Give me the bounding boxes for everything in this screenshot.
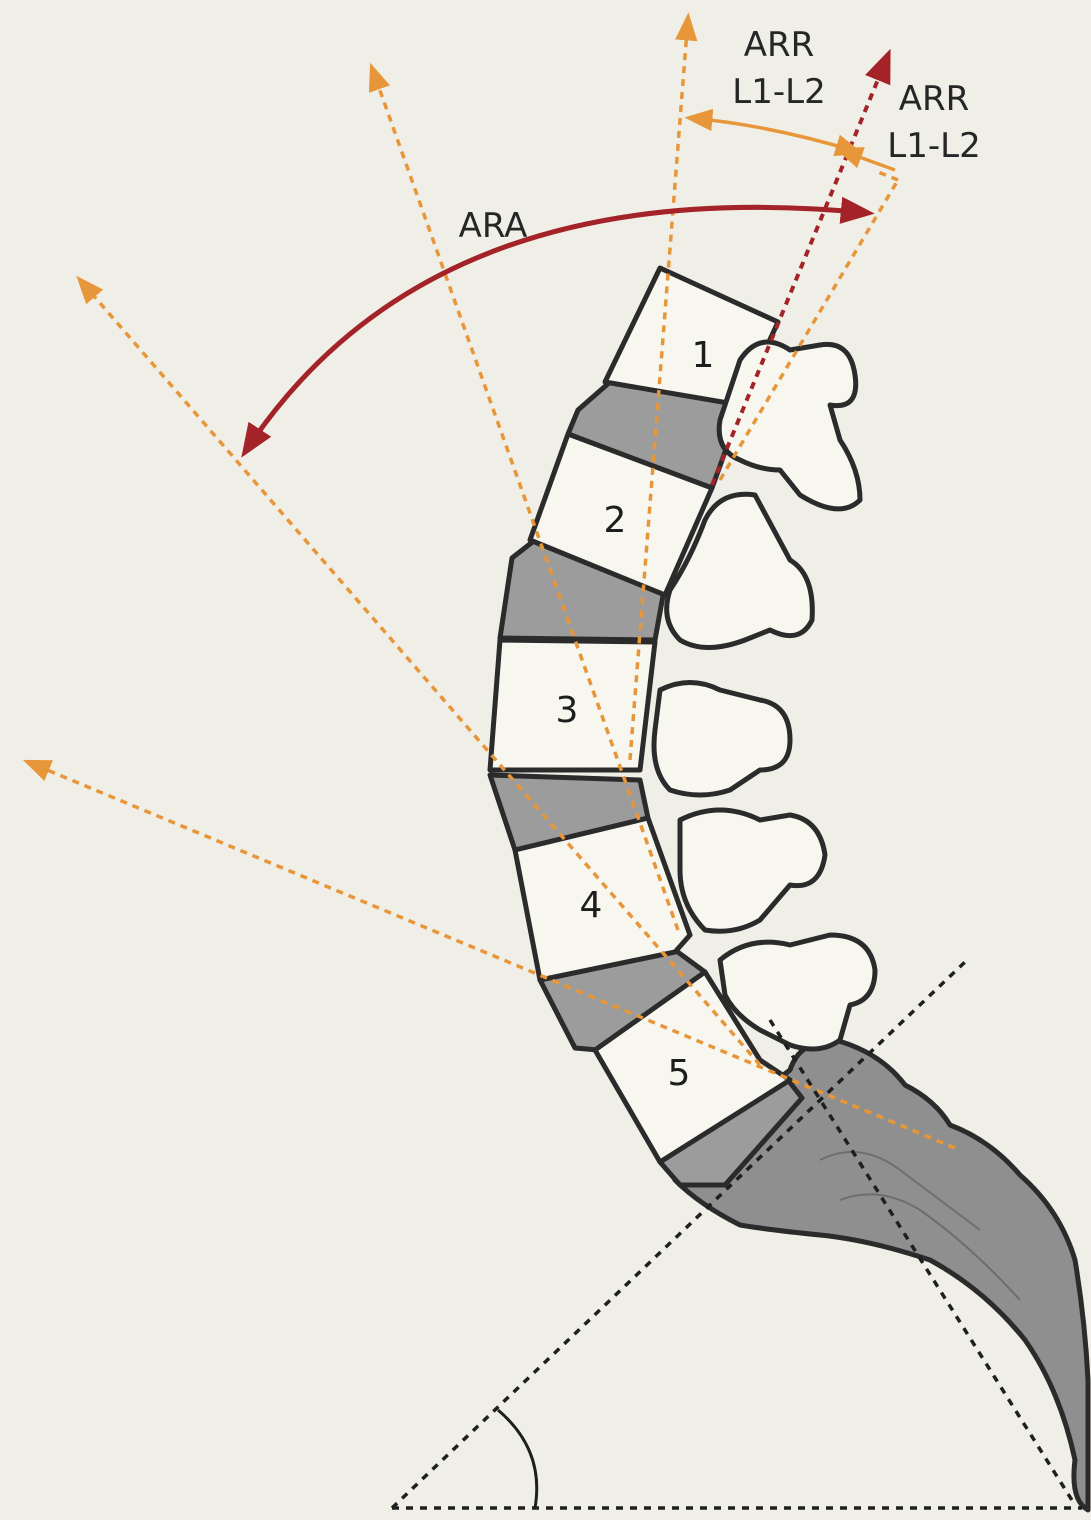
vertebra-label-1: 1	[692, 335, 715, 376]
ara-label: ARA	[459, 206, 528, 246]
arr-top-label-line2: L1-L2	[732, 72, 825, 112]
vertebra-label-3: 3	[556, 690, 579, 731]
arr-top-label-line1: ARR	[744, 25, 815, 65]
vertebra-label-2: 2	[604, 500, 627, 541]
arr-right-label-line2: L1-L2	[887, 126, 980, 166]
vertebra-l3-process	[654, 683, 790, 796]
arr-right-label-line1: ARR	[899, 79, 970, 119]
reference-line-f	[878, 172, 898, 180]
vertebra-l4-process	[680, 810, 825, 931]
vertebra-l1-process	[719, 342, 860, 509]
angle-arc-icon	[498, 1410, 537, 1508]
arr-arc-arrow	[690, 118, 858, 152]
vertebra-label-4: 4	[580, 885, 603, 926]
vertebra-label-5: 5	[668, 1053, 691, 1094]
